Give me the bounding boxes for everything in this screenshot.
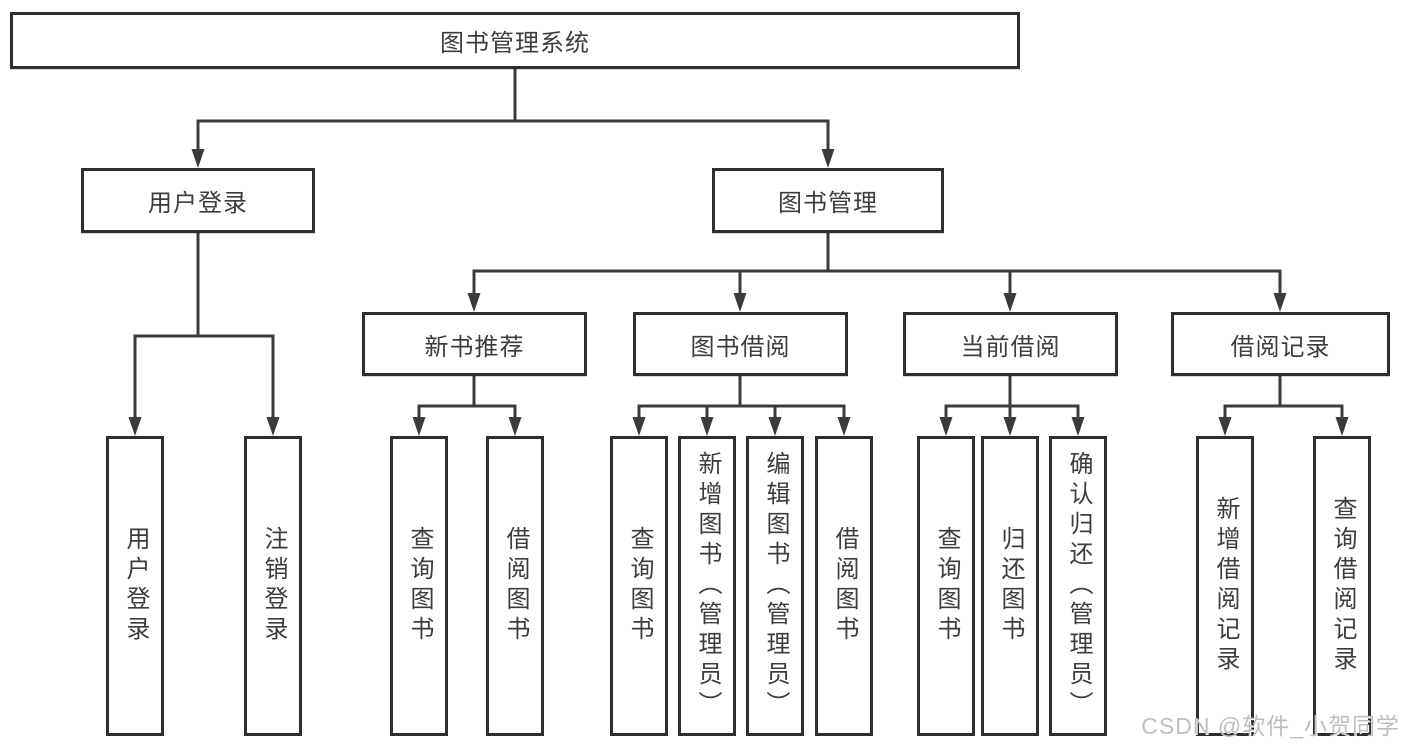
leaf-label: 新增图书（管理员） [694, 451, 721, 721]
node-label: 新书推荐 [424, 333, 525, 361]
leaf-query-books-borrowing: 查询图书 [610, 436, 668, 736]
node-label: 图书借阅 [690, 333, 791, 361]
node-new-book-recommendation: 新书推荐 [362, 312, 587, 376]
leaf-label: 查询借阅记录 [1329, 496, 1356, 676]
node-label: 借阅记录 [1230, 333, 1331, 361]
node-book-management-module: 图书管理 [712, 168, 944, 233]
csdn-watermark: CSDN @软件_小贺同学 [1141, 713, 1400, 739]
leaf-query-books-current: 查询图书 [917, 436, 975, 736]
leaf-borrow-books-borrowing: 借阅图书 [815, 436, 873, 736]
node-label: 图书管理 [778, 190, 878, 217]
leaf-label: 借阅图书 [831, 526, 858, 646]
node-current-borrowing: 当前借阅 [903, 312, 1118, 376]
leaf-add-book-admin: 新增图书（管理员） [678, 436, 736, 736]
leaf-confirm-return-admin: 确认归还（管理员） [1049, 436, 1107, 736]
leaf-label: 确认归还（管理员） [1065, 451, 1092, 721]
leaf-label: 新增借阅记录 [1212, 496, 1239, 676]
leaf-label: 归还图书 [997, 526, 1024, 646]
node-label: 图书管理系统 [440, 30, 590, 57]
node-root-system: 图书管理系统 [10, 12, 1020, 69]
leaf-query-borrow-record: 查询借阅记录 [1313, 436, 1371, 736]
leaf-edit-book-admin: 编辑图书（管理员） [746, 436, 804, 736]
node-label: 用户登录 [148, 190, 248, 217]
leaf-query-books-recommend: 查询图书 [390, 436, 448, 736]
node-borrowing-records: 借阅记录 [1171, 312, 1390, 376]
node-user-login-module: 用户登录 [81, 168, 315, 233]
leaf-label: 查询图书 [933, 526, 960, 646]
leaf-label: 查询图书 [406, 526, 433, 646]
leaf-label: 用户登录 [122, 526, 149, 646]
leaf-label: 查询图书 [626, 526, 653, 646]
node-book-borrowing: 图书借阅 [633, 312, 848, 376]
leaf-label: 借阅图书 [502, 526, 529, 646]
leaf-user-login: 用户登录 [106, 436, 164, 736]
leaf-borrow-books-recommend: 借阅图书 [486, 436, 544, 736]
leaf-label: 编辑图书（管理员） [762, 451, 789, 721]
leaf-logout: 注销登录 [244, 436, 302, 736]
leaf-return-book: 归还图书 [981, 436, 1039, 736]
leaf-label: 注销登录 [260, 526, 287, 646]
leaf-add-borrow-record: 新增借阅记录 [1196, 436, 1254, 736]
node-label: 当前借阅 [960, 333, 1061, 361]
